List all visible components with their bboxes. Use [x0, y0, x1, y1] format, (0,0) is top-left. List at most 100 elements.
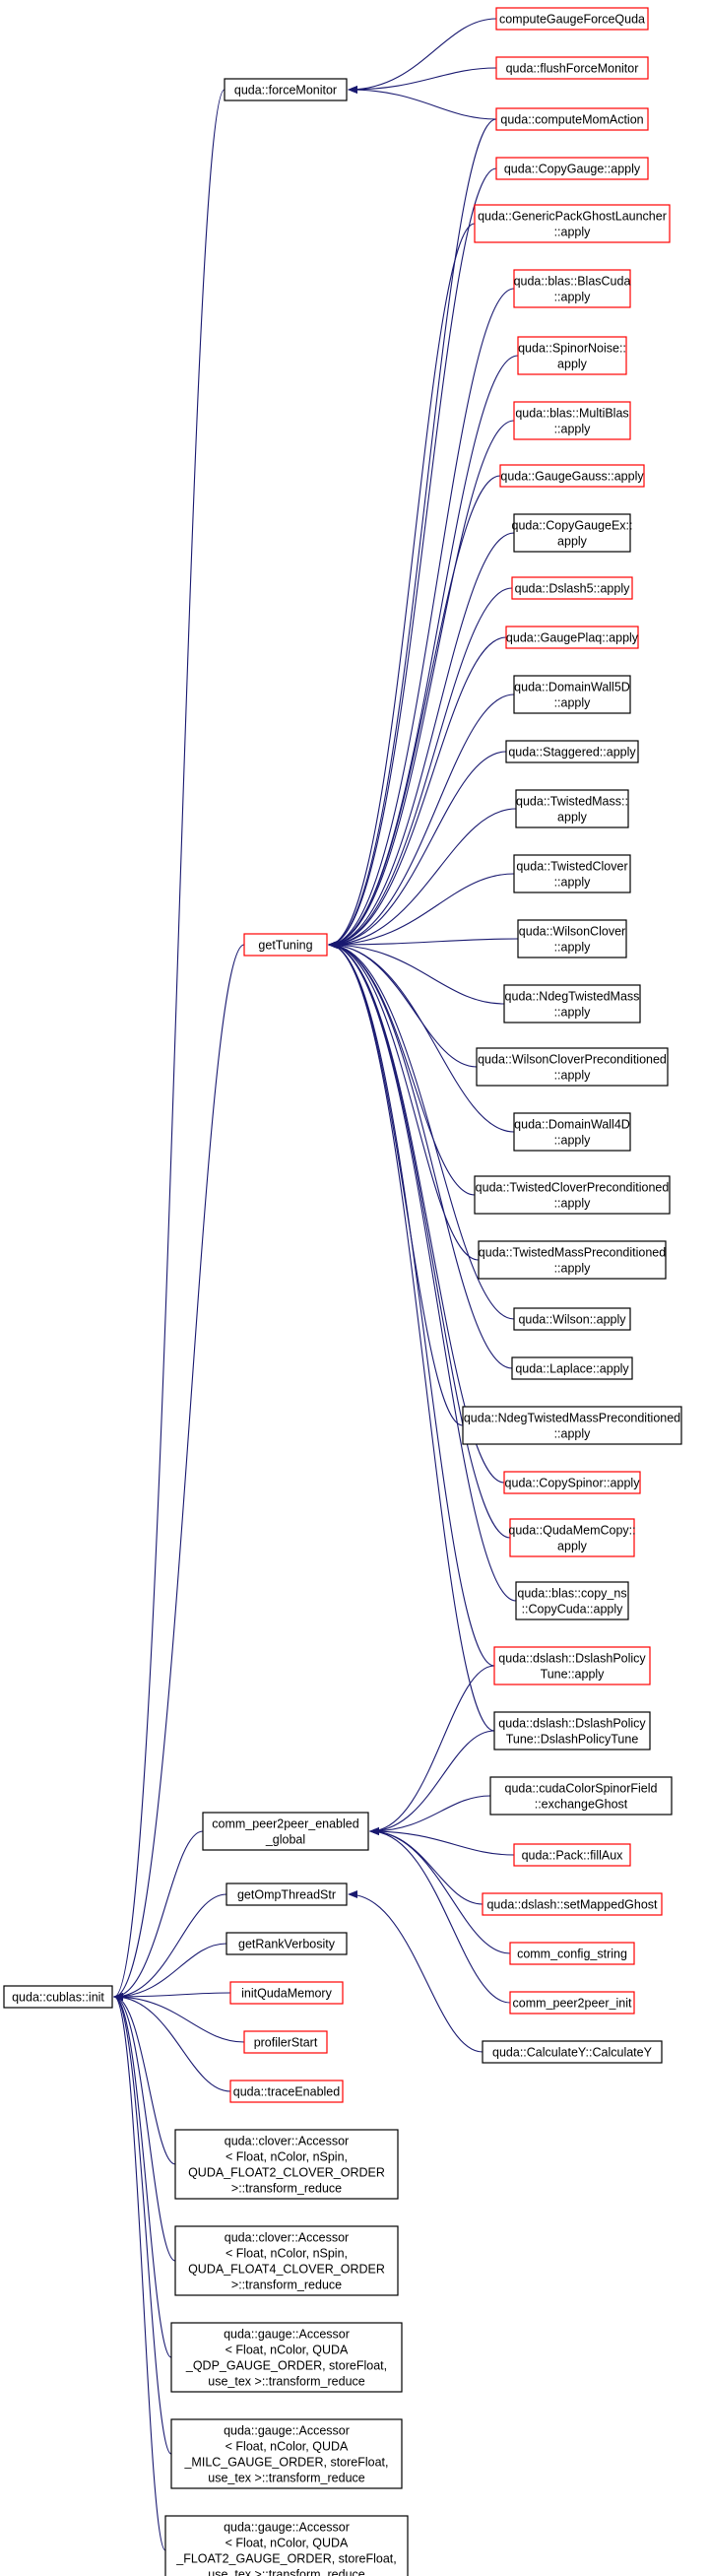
node-get-rank-verbosity[interactable]: getRankVerbosity	[226, 1932, 348, 1955]
node-gauge-accessor-milc[interactable]: quda::gauge::Accessor< Float, nColor, QU…	[170, 2418, 403, 2489]
node-box	[509, 1518, 635, 1557]
node-twisted-mass-prec[interactable]: quda::TwistedMassPreconditioned::apply	[478, 1240, 667, 1280]
node-label: comm_config_string	[517, 1948, 627, 1961]
node-box	[513, 675, 631, 714]
node-label: ::apply	[554, 291, 592, 304]
node-pack-fill-aux[interactable]: quda::Pack::fillAux	[513, 1843, 631, 1867]
node-clover-accessor4[interactable]: quda::clover::Accessor< Float, nColor, n…	[174, 2225, 399, 2296]
edge-dslash5-to-get-tuning	[328, 587, 513, 949]
edge-copy-cuda-to-get-tuning	[328, 941, 517, 1602]
edge-domain-wall4-d-to-get-tuning	[328, 941, 515, 1133]
node-profiler-start[interactable]: profilerStart	[243, 2030, 328, 2054]
edge-gauge-accessor-qdp-to-root	[113, 1993, 172, 2358]
edge-compute-mom-action-to-force-monitor	[348, 86, 497, 120]
node-label: quda::CopySpinor::apply	[505, 1477, 641, 1490]
edge-flush-force-monitor-to-force-monitor	[348, 67, 497, 94]
node-trace-enabled[interactable]: quda::traceEnabled	[229, 2080, 344, 2103]
node-label: apply	[557, 811, 588, 825]
node-label: < Float, nColor, QUDA	[226, 2537, 349, 2550]
node-label: quda::QudaMemCopy::	[508, 1524, 635, 1538]
node-gauge-gauss[interactable]: quda::GaugeGauss::apply	[499, 464, 645, 488]
edge-init-quda-memory-to-root	[113, 1992, 231, 2001]
node-ndeg-twisted-mass-prec[interactable]: quda::NdegTwistedMassPreconditioned::app…	[462, 1406, 682, 1445]
node-force-monitor[interactable]: quda::forceMonitor	[224, 78, 348, 101]
node-box	[226, 1882, 348, 1906]
node-label: Tune::DslashPolicyTune	[506, 1733, 639, 1747]
edge-clover-accessor2-to-root	[113, 1993, 176, 2165]
node-comm-p2-pinit[interactable]: comm_peer2peer_init	[509, 1991, 635, 2015]
node-get-tuning[interactable]: getTuning	[243, 933, 328, 957]
node-dslash5[interactable]: quda::Dslash5::apply	[511, 576, 633, 600]
edge-get-tuning-to-root	[113, 944, 245, 2001]
node-gauge-accessor-qdp[interactable]: quda::gauge::Accessor< Float, nColor, QU…	[170, 2322, 403, 2393]
node-compute-mom-action[interactable]: quda::computeMomAction	[495, 107, 649, 131]
node-label: use_tex >::transform_reduce	[208, 2472, 365, 2485]
node-copy-spinor[interactable]: quda::CopySpinor::apply	[503, 1471, 641, 1494]
node-copy-gauge-apply[interactable]: quda::CopyGauge::apply	[495, 157, 649, 180]
node-copy-cuda[interactable]: quda::blas::copy_ns::CopyCuda::apply	[515, 1581, 629, 1620]
node-label: >::transform_reduce	[231, 2182, 342, 2196]
node-quda-mem-copy[interactable]: quda::QudaMemCopy::apply	[508, 1518, 636, 1557]
edge-calculate-y-to-get-omp-thread-str	[348, 1890, 483, 2053]
edge-staggered-to-get-tuning	[328, 751, 507, 949]
edge-dslash-policy-tune-ctor-to-comm-p2-p	[369, 1730, 495, 1835]
node-twisted-clover-prec[interactable]: quda::TwistedCloverPreconditioned::apply	[474, 1175, 671, 1215]
node-box	[499, 464, 645, 488]
node-calculate-y[interactable]: quda::CalculateY::CalculateY	[482, 2040, 663, 2064]
node-label: ::exchangeGhost	[535, 1798, 628, 1812]
node-get-omp-thread-str[interactable]: getOmpThreadStr	[226, 1882, 348, 1906]
node-box	[495, 157, 649, 180]
node-domain-wall5-d[interactable]: quda::DomainWall5D::apply	[513, 675, 631, 714]
node-wilson-clover[interactable]: quda::WilsonClover::apply	[517, 919, 627, 958]
node-label: quda::dslash::setMappedGhost	[486, 1898, 658, 1912]
node-label: < Float, nColor, nSpin,	[226, 2150, 348, 2164]
node-box	[476, 1047, 669, 1087]
node-label: quda::TwistedMassPreconditioned	[479, 1246, 666, 1260]
node-wilson[interactable]: quda::Wilson::apply	[513, 1307, 631, 1331]
node-label: comm_peer2peer_enabled	[212, 1817, 358, 1831]
node-label: quda::TwistedClover	[516, 860, 627, 874]
node-twisted-mass[interactable]: quda::TwistedMass::apply	[515, 789, 629, 828]
node-label: quda::GaugePlaq::apply	[506, 631, 639, 645]
node-compute-gauge-force-quda[interactable]: computeGaugeForceQuda	[495, 7, 649, 31]
node-label: quda::Laplace::apply	[515, 1362, 629, 1376]
node-domain-wall4-d[interactable]: quda::DomainWall4D::apply	[513, 1112, 631, 1152]
node-box	[243, 2030, 328, 2054]
node-comm-p2-p[interactable]: comm_peer2peer_enabled_global	[202, 1812, 369, 1851]
node-dslash-policy-tune-ctor[interactable]: quda::dslash::DslashPolicyTune::DslashPo…	[493, 1711, 651, 1750]
node-label: quda::Staggered::apply	[508, 746, 636, 760]
node-gauge-accessor-f2[interactable]: quda::gauge::Accessor< Float, nColor, QU…	[164, 2515, 409, 2576]
node-label: quda::blas::copy_ns	[517, 1587, 626, 1601]
edge-gauge-accessor-f2-to-root	[113, 1993, 166, 2551]
node-blas-cuda[interactable]: quda::blas::BlasCuda::apply	[513, 269, 631, 308]
node-laplace[interactable]: quda::Laplace::apply	[511, 1356, 633, 1380]
node-label: getRankVerbosity	[238, 1938, 336, 1951]
node-box	[489, 1776, 673, 1816]
node-init-quda-memory[interactable]: initQudaMemory	[229, 1981, 344, 2005]
node-dslash-policy-tune-apply[interactable]: quda::dslash::DslashPolicyTune::apply	[493, 1646, 651, 1685]
node-label: comm_peer2peer_init	[513, 1997, 632, 2011]
edge-twisted-clover-prec-to-get-tuning	[328, 941, 476, 1196]
node-staggered[interactable]: quda::Staggered::apply	[505, 740, 639, 763]
node-generic-pack-ghost[interactable]: quda::GenericPackGhostLauncher::apply	[474, 204, 671, 243]
node-box	[513, 1307, 631, 1331]
node-label: use_tex >::transform_reduce	[208, 2375, 365, 2389]
node-comm-config-string[interactable]: comm_config_string	[509, 1942, 635, 1965]
node-clover-accessor2[interactable]: quda::clover::Accessor< Float, nColor, n…	[174, 2129, 399, 2200]
node-label: _MILC_GAUGE_ORDER, storeFloat,	[183, 2456, 388, 2470]
node-box	[229, 2080, 344, 2103]
node-spinor-noise[interactable]: quda::SpinorNoise::apply	[517, 336, 627, 375]
node-twisted-clover[interactable]: quda::TwistedClover::apply	[513, 854, 631, 893]
node-cuda-color-spinor[interactable]: quda::cudaColorSpinorField::exchangeGhos…	[489, 1776, 673, 1816]
node-label: quda::blas::BlasCuda	[514, 275, 631, 289]
node-set-mapped-ghost[interactable]: quda::dslash::setMappedGhost	[482, 1892, 663, 1916]
edge-layer	[113, 18, 519, 2551]
node-copy-gauge-ex[interactable]: quda::CopyGaugeEx::apply	[512, 513, 633, 553]
node-flush-force-monitor[interactable]: quda::flushForceMonitor	[495, 56, 649, 80]
node-ndeg-twisted-mass[interactable]: quda::NdegTwistedMass::apply	[503, 984, 641, 1024]
node-multi-blas[interactable]: quda::blas::MultiBlas::apply	[513, 401, 631, 440]
node-box	[513, 269, 631, 308]
node-gauge-plaq[interactable]: quda::GaugePlaq::apply	[505, 626, 639, 649]
node-box	[509, 1991, 635, 2015]
node-wilson-clover-prec[interactable]: quda::WilsonCloverPreconditioned::apply	[476, 1047, 669, 1087]
